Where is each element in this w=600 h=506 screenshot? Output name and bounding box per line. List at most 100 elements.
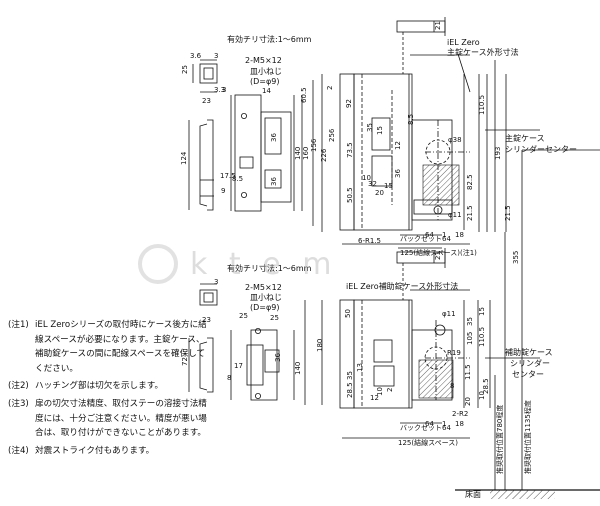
top-screw-dia: (D=φ9)	[250, 77, 279, 86]
bottom-dim-2: 23	[202, 316, 211, 324]
top-dim-26: 15	[384, 182, 393, 190]
top-dim-36: 21.5	[504, 205, 512, 221]
floor-label: 床面	[465, 489, 481, 499]
bottom-dim-29: 1	[442, 420, 446, 428]
bottom-dim-25: 28.5	[482, 378, 490, 394]
bottom-dim-17: 105	[466, 332, 474, 345]
top-dim-31: 36	[394, 169, 402, 178]
top-dim-2: 25	[181, 65, 189, 74]
top-hatched-cutout	[422, 164, 460, 206]
bottom-dim-11: 28.5	[346, 382, 354, 398]
note-number: (注2)	[8, 381, 29, 392]
main-case-label-1: 主錠ケース	[505, 133, 545, 143]
top-dim-29: 8.5	[407, 114, 415, 125]
bottom-front-profile	[199, 337, 214, 393]
top-dim-39: 1	[442, 231, 446, 239]
note-text: 扉の切欠寸法精度、取付ステーの溶接寸法精度には、十分ご注意ください。精度が悪い場…	[35, 398, 207, 439]
bottom-hatched-cutout	[418, 359, 454, 399]
bottom-d11: φ11	[442, 310, 456, 318]
bottom-backset: バックセット64	[400, 424, 451, 432]
note-text: 対震ストライク付もあります。	[35, 445, 155, 456]
bottom-dim-27: 21	[434, 251, 442, 260]
top-dim-40: 18	[455, 231, 464, 239]
top-dim-18: 256	[328, 128, 336, 142]
bottom-dim-13: 13	[356, 363, 364, 372]
top-dim-24: 15	[376, 126, 384, 135]
top-d38: φ38	[448, 136, 462, 144]
bottom-screw-type: 皿小ねじ	[250, 293, 282, 302]
bottom-clearance: 125(結線スペース)	[398, 438, 458, 447]
top-dim-25: 10	[362, 174, 371, 182]
top-effective-thickness: 有効チリ寸法:1〜6mm	[227, 34, 312, 44]
bottom-dim-1: 25	[239, 312, 248, 320]
bottom-dim-9: 36	[274, 353, 282, 362]
bottom-strike-plate	[250, 329, 278, 401]
bottom-dim-24: 20	[464, 397, 472, 406]
bottom-dim-21: 15	[478, 307, 486, 316]
watermark-logo-icon	[138, 244, 178, 284]
bottom-dim-14: 12	[370, 394, 379, 402]
top-dim-0: 3.6	[190, 52, 202, 60]
note-number: (注4)	[8, 445, 29, 456]
top-dim-22: 50.5	[346, 187, 354, 203]
top-dim-17: 226	[320, 148, 328, 162]
top-dim-38: 64	[425, 231, 434, 239]
bottom-dim-8: 140	[294, 362, 302, 375]
note-number: (注3)	[8, 398, 29, 409]
top-dim-27: 20	[375, 189, 384, 197]
top-dim-14: 36	[270, 133, 278, 142]
top-dim-4: 3.3	[214, 86, 225, 94]
top-dim-35: 193	[494, 147, 502, 160]
top-dim-8: 60.5	[300, 87, 308, 103]
bottom-dim-22: 11.5	[464, 364, 472, 380]
top-case-title-1: iEL Zero	[447, 38, 480, 47]
top-dim-30: 12	[394, 141, 402, 150]
top-dim-13: 9	[221, 187, 225, 195]
note-text: iEL Zeroシリーズの取付時にケース後方に結線スペースが必要になります。主錠…	[35, 320, 207, 374]
height-1135: 推奨取付位置1135程度	[523, 400, 532, 474]
bottom-dim-26: 355	[512, 251, 520, 264]
note-number: (注1)	[8, 320, 29, 330]
top-dim-34: 110.5	[478, 95, 486, 115]
top-dim-32: 82.5	[466, 174, 474, 190]
top-dim-7: 124	[180, 151, 188, 165]
top-screw-label: 2-M5×12	[245, 56, 282, 65]
bottom-dim-30: 18	[455, 420, 464, 428]
top-dim-10: 140	[294, 147, 302, 160]
top-dim-28: 32	[368, 180, 377, 188]
top-dim-3: 23	[202, 97, 211, 105]
bottom-dim-0: 3	[214, 278, 218, 286]
bottom-dim-19: 8	[450, 382, 454, 390]
top-dim-20: 92	[345, 99, 353, 108]
bottom-dim-28: 64	[425, 420, 434, 428]
top-dim-5: 3	[222, 86, 226, 94]
bottom-dim-12: 50	[344, 309, 352, 318]
top-dim-16: 8.5	[232, 175, 243, 183]
top-dim-12: 17.5	[220, 172, 236, 180]
bottom-dim-4: 25	[270, 314, 279, 322]
top-strike-side-block	[199, 63, 218, 84]
main-case-label-2: シリンダーセンター	[505, 144, 577, 154]
bottom-dim-15: 10	[376, 387, 384, 396]
bottom-screw-dia: (D=φ9)	[250, 303, 279, 312]
aux-case-label-2: シリンダー	[510, 358, 550, 368]
top-dim-6: 14	[262, 87, 271, 95]
bottom-dim-3: 72	[181, 357, 189, 366]
bottom-dim-6: 8	[227, 374, 231, 382]
bottom-side-block	[199, 289, 218, 306]
aux-case-label-1: 補助錠ケース	[505, 347, 553, 357]
top-dim-15: 36	[270, 177, 278, 186]
top-dim-9: 156	[310, 138, 318, 152]
bottom-dim-16: 2	[386, 388, 394, 392]
top-case-title-2: 主錠ケース外形寸法	[447, 47, 519, 57]
bottom-dim-10: 35	[346, 371, 354, 380]
top-strike-plate	[234, 94, 262, 212]
top-backset: バックセット64	[400, 235, 451, 243]
note-4: (注4) 対震ストライク付もあります。	[8, 444, 213, 459]
note-3: (注3) 扉の切欠寸法精度、取付ステーの溶接寸法精度には、十分ご注意ください。精…	[8, 397, 213, 441]
top-dim-37: 21	[434, 21, 442, 30]
bottom-radius-2: R19	[447, 349, 461, 357]
watermark: k t e m	[138, 238, 438, 290]
bottom-screw-label: 2-M5×12	[245, 283, 282, 292]
bottom-case-title: iEL Zero補助錠ケース外形寸法	[346, 281, 458, 291]
